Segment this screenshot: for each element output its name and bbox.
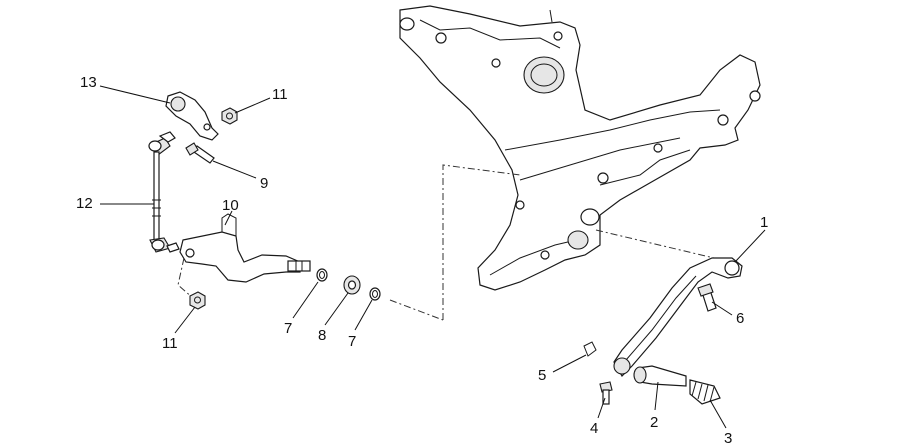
callout-7-right: 7 (348, 333, 356, 350)
callout-10: 10 (222, 197, 239, 214)
callout-11-upper: 11 (272, 86, 288, 103)
callout-7-left: 7 (284, 320, 292, 337)
callout-12: 12 (76, 195, 93, 212)
part-13-linkage-lever (165, 91, 219, 141)
part-9-bolt (185, 142, 215, 164)
part-4-screw (599, 381, 613, 405)
callout-3: 3 (724, 430, 732, 446)
part-5-circlip (583, 341, 597, 357)
callout-11-lower: 11 (162, 335, 178, 352)
callout-13: 13 (80, 74, 97, 91)
leader-lines (99, 85, 766, 429)
callout-4: 4 (590, 420, 598, 437)
part-8-washer (343, 275, 361, 295)
footrest-bracket (399, 5, 761, 291)
callout-6: 6 (736, 310, 744, 327)
part-7-circlip-right (369, 287, 381, 301)
part-11-nut-upper (221, 107, 238, 125)
part-6-bolt (697, 283, 717, 312)
callout-1: 1 (760, 214, 768, 231)
callout-9: 9 (260, 175, 268, 192)
part-3-pedal-rubber (689, 379, 721, 405)
alignment-line (177, 164, 736, 321)
part-2-pedal-pin (633, 365, 687, 387)
callout-labels: 1 2 3 4 5 6 7 7 8 9 10 11 11 12 13 (76, 74, 768, 446)
part-10-shift-lever (179, 213, 311, 283)
callout-5: 5 (538, 367, 546, 384)
part-11-nut-lower (189, 291, 206, 310)
callout-8: 8 (318, 327, 326, 344)
part-1-gear-pedal (613, 257, 743, 377)
part-12-shift-rod (148, 131, 180, 253)
part-7-circlip-left (316, 268, 328, 282)
callout-2: 2 (650, 414, 658, 431)
